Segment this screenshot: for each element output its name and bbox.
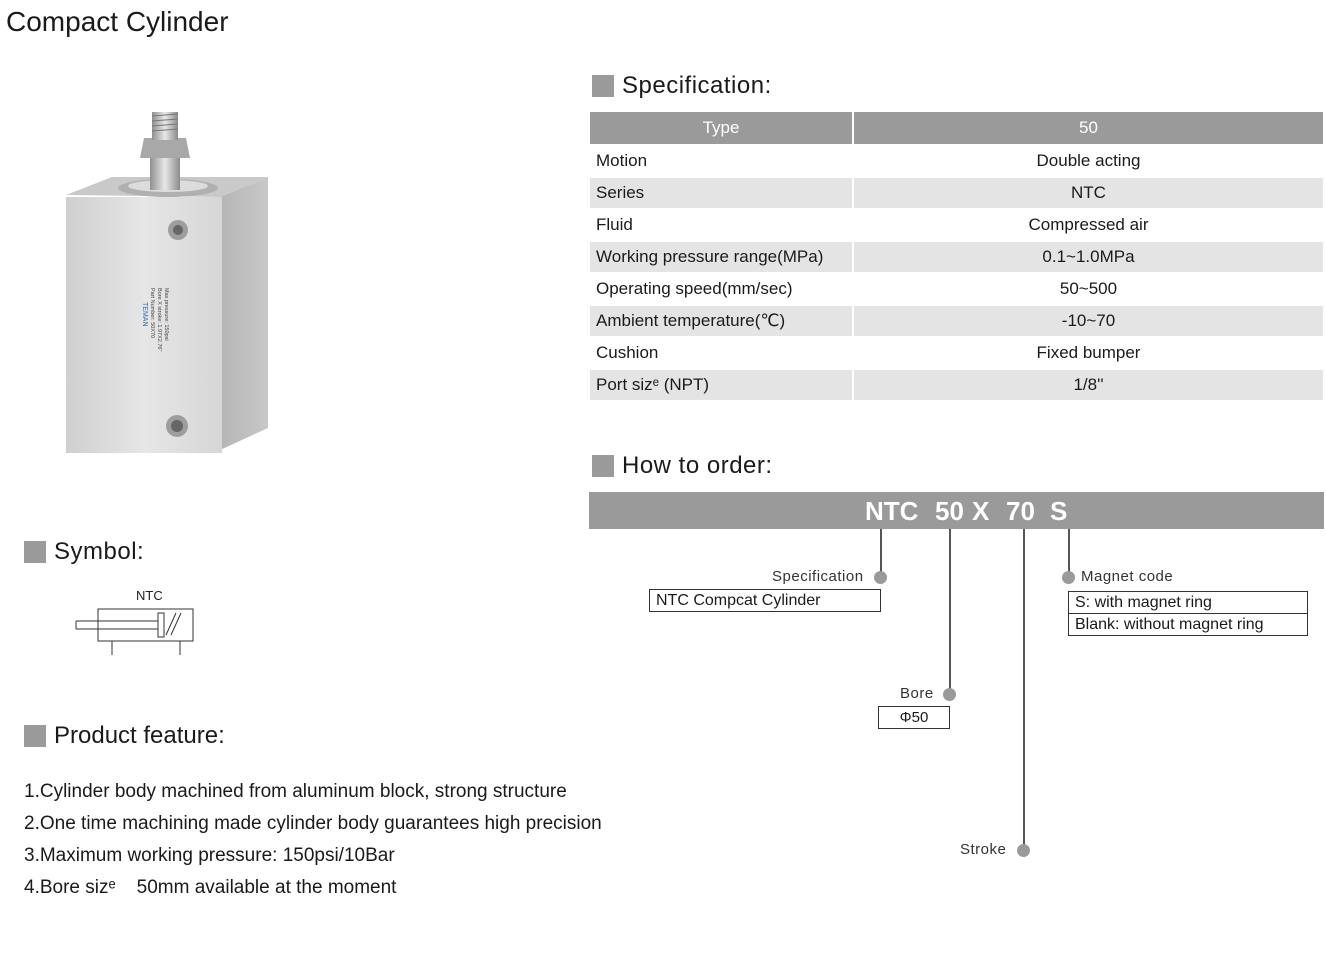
magnet-callout-dot-icon (1062, 571, 1075, 584)
bore-callout-label: Bore (900, 685, 934, 702)
table-row: Ambient temperature(℃)-10~70 (590, 304, 1323, 337)
feature-item: 4.Bore sizᵉ 50mm available at the moment (24, 877, 397, 898)
order-code-bar: NTC 50 X 70 S (589, 492, 1324, 529)
feature-heading: Product feature: (24, 722, 225, 750)
magnet-callout-label: Magnet code (1081, 568, 1174, 585)
spec-callout-dot-icon (874, 571, 887, 584)
bore-callout-box: Φ50 (878, 706, 950, 729)
stroke-callout-label: Stroke (960, 841, 1007, 858)
symbol-label: NTC (136, 588, 163, 603)
stroke-connector-line (1023, 529, 1025, 850)
code-stroke: 70 (1006, 496, 1035, 526)
table-row: Port sizᵉ (NPT)1/8'' (590, 368, 1323, 400)
spec-header-type: Type (590, 112, 854, 145)
table-row: Working pressure range(MPa)0.1~1.0MPa (590, 240, 1323, 273)
section-marker-icon (24, 725, 46, 747)
cylinder-product-image: TEMAN Part Number: 50X70 Bore X stroke: … (66, 112, 268, 453)
stroke-callout-dot-icon (1017, 844, 1030, 857)
svg-text:Bore X stroke: 1.97X2.76": Bore X stroke: 1.97X2.76" (156, 288, 162, 351)
code-x: X (972, 496, 990, 526)
svg-text:TEMAN: TEMAN (141, 302, 148, 327)
magnet-option-blank: Blank: without magnet ring (1068, 613, 1308, 636)
spec-header-value: 50 (853, 112, 1323, 145)
spec-callout-box: NTC Compcat Cylinder (649, 589, 881, 612)
table-row: Operating speed(mm/sec)50~500 (590, 272, 1323, 305)
svg-text:Max pressure: 150psi: Max pressure: 150psi (163, 288, 169, 341)
section-marker-icon (24, 541, 46, 563)
symbol-heading: Symbol: (24, 538, 144, 566)
spec-header-row: Type 50 (590, 112, 1323, 145)
code-magnet: S (1050, 496, 1068, 526)
page-title: Compact Cylinder (6, 6, 229, 37)
spec-callout-label: Specification (772, 568, 864, 585)
bore-callout-dot-icon (943, 688, 956, 701)
feature-item: 1.Cylinder body machined from aluminum b… (24, 781, 567, 802)
section-marker-icon (592, 75, 614, 97)
spec-connector-line (880, 529, 882, 577)
code-series: NTC (865, 496, 919, 526)
svg-text:Part Number: 50X70: Part Number: 50X70 (149, 288, 155, 338)
bore-connector-line (949, 529, 951, 694)
spec-heading: Specification: (592, 72, 772, 100)
feature-item: 2.One time machining made cylinder body … (24, 813, 602, 834)
cylinder-symbol-diagram: NTC (75, 588, 194, 655)
magnet-option-s: S: with magnet ring (1068, 591, 1308, 614)
section-marker-icon (592, 455, 614, 477)
order-heading: How to order: (592, 452, 773, 480)
code-bore: 50 (935, 496, 964, 526)
feature-list: 1.Cylinder body machined from aluminum b… (24, 776, 602, 904)
magnet-connector-line (1068, 529, 1070, 577)
feature-item: 3.Maximum working pressure: 150psi/10Bar (24, 845, 395, 866)
